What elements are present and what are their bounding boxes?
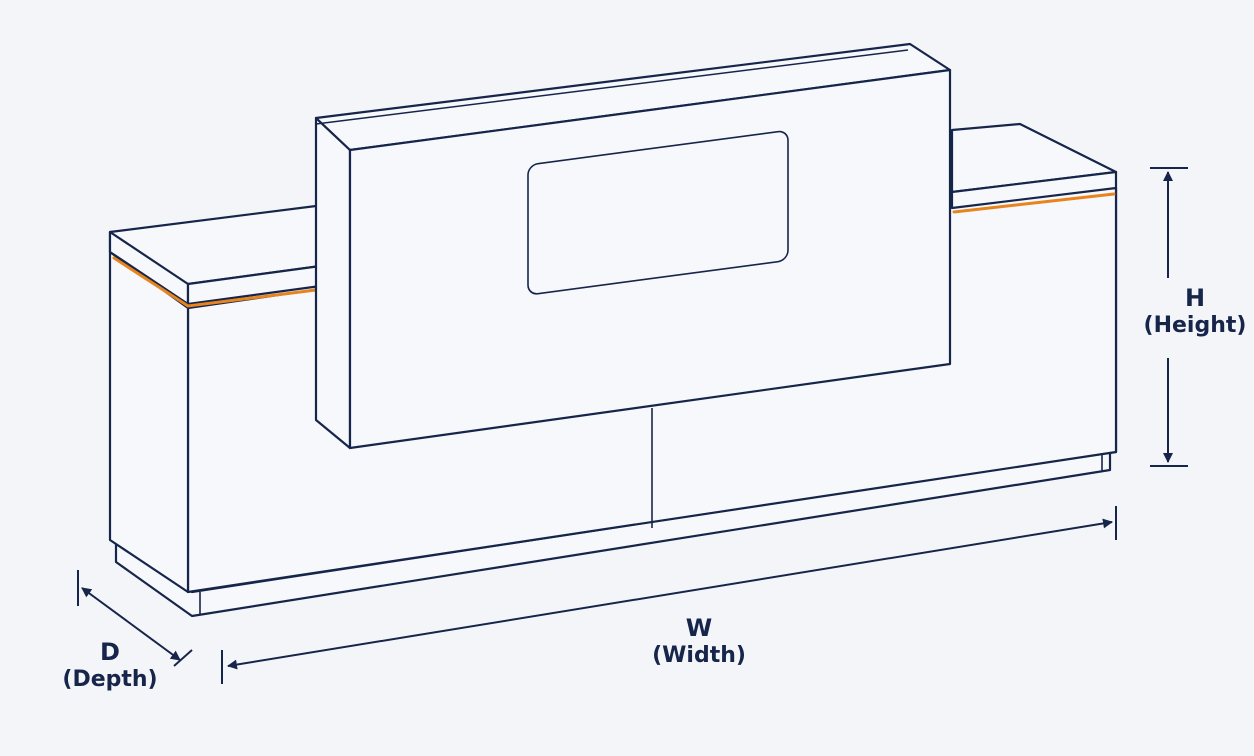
width-dimension [221, 506, 1117, 684]
height-label: H (Height) [1144, 284, 1247, 340]
width-label: W (Width) [652, 614, 746, 670]
depth-dimension [77, 570, 193, 667]
height-symbol: H [1184, 284, 1206, 312]
width-name: (Width) [652, 643, 746, 668]
desk-left-side [108, 250, 190, 594]
left-counter-top [108, 204, 352, 306]
right-counter-top [950, 122, 1118, 210]
height-name: (Height) [1143, 313, 1247, 338]
depth-symbol: D [100, 638, 120, 666]
width-symbol: W [685, 614, 713, 642]
depth-label: D (Depth) [62, 638, 157, 694]
screen-window [527, 130, 789, 295]
accent-right [952, 192, 1116, 214]
height-dimension [1150, 167, 1188, 467]
accent-left [112, 256, 350, 308]
led-accent-strips [112, 192, 1116, 308]
upper-screen-panel [314, 42, 952, 450]
depth-name: (Depth) [62, 667, 158, 692]
